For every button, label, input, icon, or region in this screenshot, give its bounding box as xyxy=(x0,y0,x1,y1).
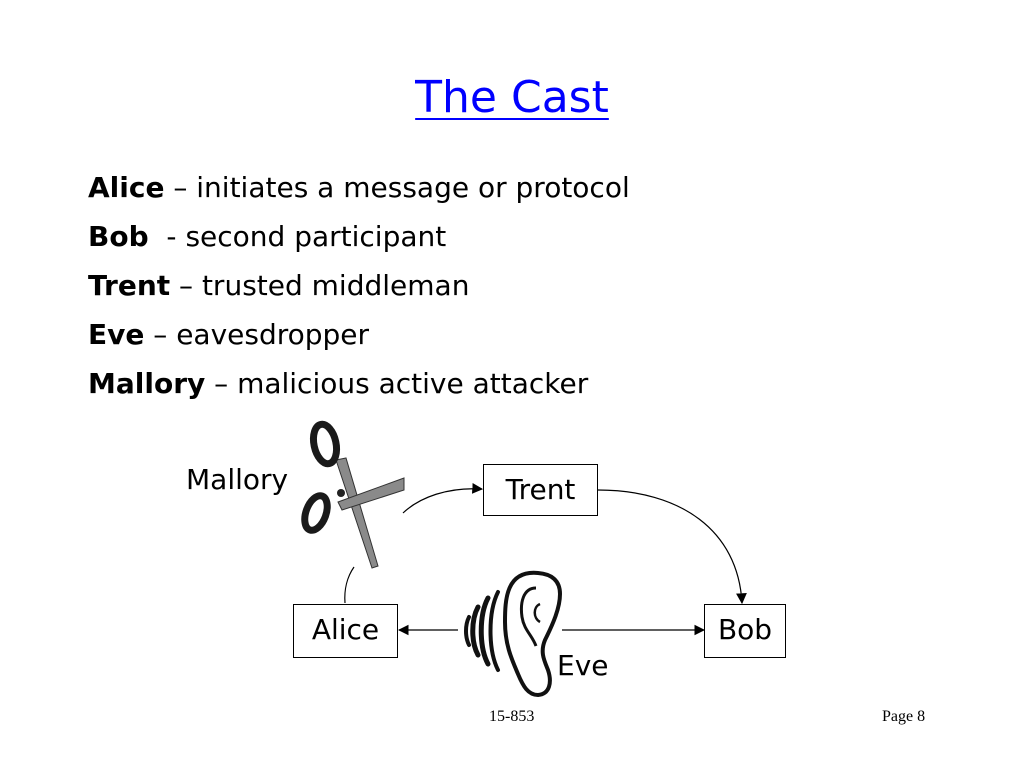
slide-title: The Cast xyxy=(415,72,609,123)
scissors-icon xyxy=(301,420,405,569)
bob-box: Bob xyxy=(704,604,786,658)
cast-separator: - xyxy=(148,220,186,253)
cast-separator: – xyxy=(164,171,197,204)
cast-role: initiates a message or protocol xyxy=(196,171,630,204)
cast-role: eavesdropper xyxy=(176,318,370,351)
cast-role: trusted middleman xyxy=(201,269,470,302)
eve-label: Eve xyxy=(557,649,609,682)
line-alice-to-mallory xyxy=(344,566,355,604)
cast-item-alice: Alice – initiates a message or protocol xyxy=(88,166,848,215)
cast-item-mallory: Mallory – malicious active attacker xyxy=(88,362,848,411)
cast-name: Mallory xyxy=(88,367,206,400)
cast-item-trent: Trent – trusted middleman xyxy=(88,264,848,313)
cast-name: Bob xyxy=(88,220,149,253)
cast-name: Alice xyxy=(88,171,165,204)
cast-role: second participant xyxy=(185,220,447,253)
ear-icon xyxy=(502,570,563,698)
cast-name: Trent xyxy=(88,269,171,302)
trent-box: Trent xyxy=(483,464,598,516)
cast-item-eve: Eve – eavesdropper xyxy=(88,313,848,362)
cast-separator: – xyxy=(205,367,238,400)
footer-page-number: Page 8 xyxy=(882,708,926,725)
footer-course: 15-853 xyxy=(489,708,535,725)
cast-separator: – xyxy=(170,269,202,302)
cast-item-bob: Bob - second participant xyxy=(88,215,848,264)
cast-name: Eve xyxy=(88,318,145,351)
cast-list: Alice – initiates a message or protocol … xyxy=(88,166,848,411)
sound-waves-icon xyxy=(464,590,500,672)
cast-role: malicious active attacker xyxy=(237,367,589,400)
cast-separator: – xyxy=(144,318,177,351)
arrow-trent-to-bob xyxy=(597,489,747,605)
alice-box: Alice xyxy=(293,604,398,658)
mallory-label: Mallory xyxy=(186,463,289,496)
arrow-mallory-to-trent xyxy=(402,483,484,514)
